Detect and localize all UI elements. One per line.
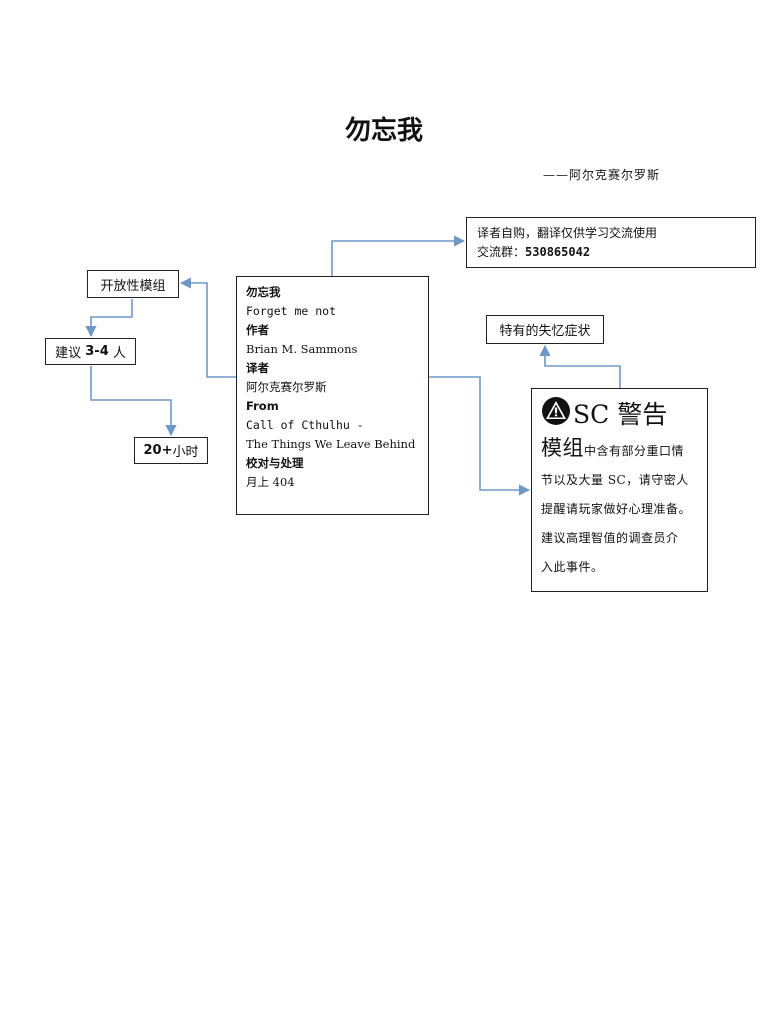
connector-open-module-to-players xyxy=(85,299,133,338)
module-info-box: 勿忘我 Forget me not 作者 Brian M. Sammons 译者… xyxy=(236,276,429,515)
connector-to-open-module xyxy=(179,277,236,378)
connector-to-translator-note xyxy=(331,235,466,276)
sc-warning-box: SC 警告 模组中含有部分重口情 节以及大量 SC，请守密人 提醒请玩家做好心理… xyxy=(531,388,708,592)
info-from-line1: Call of Cthulhu - xyxy=(246,418,364,432)
warning-line-5: 入此事件。 xyxy=(541,560,604,574)
warning-line-1: 中含有部分重口情 xyxy=(584,444,685,458)
info-title-en: Forget me not xyxy=(246,304,337,318)
author-byline: ——阿尔克赛尔罗斯 xyxy=(542,168,660,182)
info-translator: 阿尔克赛尔罗斯 xyxy=(246,380,327,394)
group-label: 交流群： xyxy=(477,245,526,259)
players-box: 建议 3-4 人 xyxy=(45,338,136,365)
warning-line-4: 建议高理智值的调查员介 xyxy=(541,531,679,545)
warning-lead: 模组 xyxy=(541,436,584,460)
hours-unit: 小时 xyxy=(172,445,199,460)
warning-heading: SC 警告 xyxy=(541,392,698,434)
page-title: 勿忘我 xyxy=(344,116,423,146)
amnesia-label: 特有的失忆症状 xyxy=(499,324,591,339)
players-prefix: 建议 xyxy=(55,346,86,361)
info-proof: 月上 404 xyxy=(246,475,295,489)
warning-body: 模组中含有部分重口情 节以及大量 SC，请守密人 提醒请玩家做好心理准备。 建议… xyxy=(541,434,698,582)
info-from-line2: The Things We Leave Behind xyxy=(246,437,416,451)
warning-triangle-icon xyxy=(541,396,571,430)
translator-note-text: 译者自购，翻译仅供学习交流使用 xyxy=(477,226,658,240)
info-proof-label: 校对与处理 xyxy=(246,456,304,470)
info-translator-label: 译者 xyxy=(246,361,269,375)
connector-warning-to-amnesia xyxy=(539,344,621,388)
translator-note-box: 译者自购，翻译仅供学习交流使用 交流群：530865042 xyxy=(466,217,756,268)
players-count: 3-4 xyxy=(85,344,109,359)
group-line: 交流群：530865042 xyxy=(477,243,745,262)
hours-box: 20+小时 xyxy=(134,437,208,464)
hours-count: 20+ xyxy=(143,443,173,458)
info-author: Brian M. Sammons xyxy=(246,342,358,356)
amnesia-box: 特有的失忆症状 xyxy=(486,315,604,344)
info-from-label: From xyxy=(246,399,279,413)
info-title-zh: 勿忘我 xyxy=(246,285,281,299)
open-module-label: 开放性模组 xyxy=(100,278,166,294)
warning-heading-text: SC 警告 xyxy=(573,400,668,429)
connector-players-to-hours xyxy=(90,366,177,437)
open-module-box: 开放性模组 xyxy=(87,270,179,298)
warning-line-2: 节以及大量 SC，请守密人 xyxy=(541,473,689,487)
players-suffix: 人 xyxy=(108,346,126,361)
info-author-label: 作者 xyxy=(246,323,269,337)
group-number: 530865042 xyxy=(525,245,591,259)
warning-line-3: 提醒请玩家做好心理准备。 xyxy=(541,502,692,516)
connector-to-warning xyxy=(429,376,531,496)
